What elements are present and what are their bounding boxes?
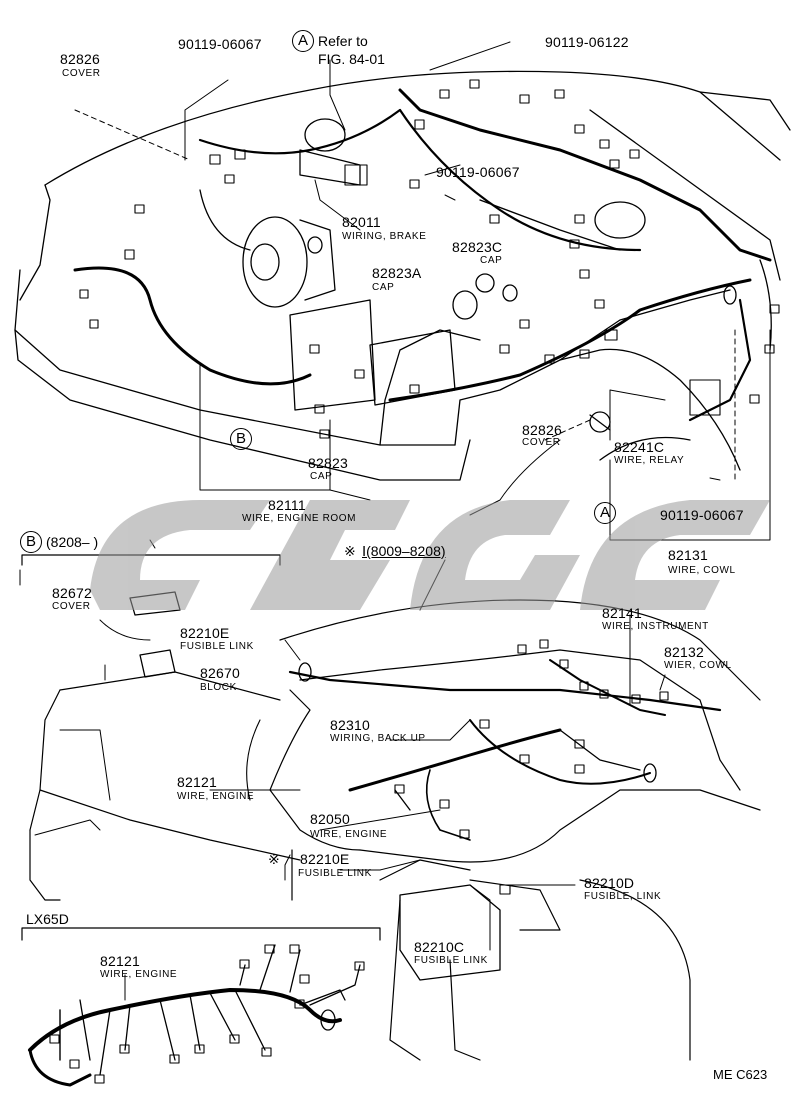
callout-82826-mid-number: 82826 (522, 422, 562, 438)
section-star-mark: ※ (344, 543, 356, 559)
callout-82826-desc: COVER (62, 68, 101, 79)
callout-82210d-desc: FUSIBLE, LINK (584, 891, 662, 902)
callout-82210e-desc: FUSIBLE LINK (180, 641, 254, 652)
refer-line2: FIG. 84-01 (318, 51, 385, 67)
washer-tank (594, 201, 646, 239)
callout-90119-06067-c: 90119-06067 (660, 507, 744, 523)
brake-booster (304, 118, 346, 152)
callout-82210e-b-number: 82210E (300, 851, 350, 867)
right-apron (589, 109, 781, 281)
callout-90119-06067-a: 90119-06067 (178, 36, 262, 52)
callout-82670-desc: BLOCK (200, 682, 237, 693)
section-star-range: Ⅰ(8009–8208) (362, 543, 446, 559)
callout-82141-number: 82141 (602, 605, 642, 621)
callout-82823a-number: 82823A (372, 265, 422, 281)
star-mark: ※ (268, 851, 280, 867)
callout-82823-number: 82823 (308, 455, 348, 471)
callout-82823c-number: 82823C (452, 239, 503, 255)
callout-82011-desc: WIRING, BRAKE (342, 231, 427, 242)
callout-82141-desc: WIRE, INSTRUMENT (602, 621, 709, 632)
front-bumper-upper (14, 269, 456, 446)
circle-letter-b: B (230, 428, 252, 450)
radiator-support (379, 329, 481, 446)
alternator (242, 216, 308, 308)
front-bumper-lower (14, 329, 471, 481)
callout-82210e-b-desc: FUSIBLE LINK (298, 868, 372, 879)
callout-82121-b-desc: WIRE, ENGINE (100, 969, 178, 980)
callout-82670-number: 82670 (200, 665, 240, 681)
figure-code: ME C623 (713, 1067, 768, 1082)
hood-top-edge (44, 70, 781, 186)
callout-82826-mid-desc: COVER (522, 437, 561, 448)
wheel-arch-detail (599, 436, 691, 461)
cowl-edge (699, 91, 791, 131)
callout-82050-desc: WIRE, ENGINE (310, 829, 388, 840)
callout-82132-desc: WIER, COWL (664, 660, 732, 671)
callout-82210c-desc: FUSIBLE LINK (414, 955, 488, 966)
section-b-range: (8208– ) (46, 534, 99, 550)
section-b-letter: B (20, 531, 42, 553)
callout-82672-desc: COVER (52, 601, 91, 612)
callout-82210e-number: 82210E (180, 625, 230, 641)
callout-82310-desc: WIRING, BACK UP (330, 733, 426, 744)
callout-90119-06067-b: 90119-06067 (436, 164, 520, 180)
callout-82672-number: 82672 (52, 585, 92, 601)
callout-82121-b-number: 82121 (100, 953, 140, 969)
battery (369, 329, 456, 406)
callout-82050-number: 82050 (310, 811, 350, 827)
wheel-arch-top (559, 348, 741, 471)
circle-letter-a-ref: A (292, 30, 314, 52)
callout-82121-a-number: 82121 (177, 774, 217, 790)
callout-82131-number: 82131 (668, 547, 708, 563)
left-fender-edge (19, 184, 51, 301)
callout-82310-number: 82310 (330, 717, 370, 733)
callout-90119-06122: 90119-06122 (545, 34, 629, 50)
callout-82823c-desc: CAP (480, 255, 503, 266)
callout-82132-number: 82132 (664, 644, 704, 660)
callout-82121-a-desc: WIRE, ENGINE (177, 791, 255, 802)
callout-82111-desc: WIRE, ENGINE ROOM (242, 513, 357, 524)
callout-82210c-number: 82210C (414, 939, 465, 955)
section-lx65d: LX65D (26, 911, 69, 927)
callout-82826-number: 82826 (60, 51, 100, 67)
watermark-logo (90, 500, 770, 610)
circle-letter-a: A (594, 502, 616, 524)
callout-82210d-number: 82210D (584, 875, 635, 891)
callout-82111-number: 82111 (268, 497, 306, 513)
callout-82823a-desc: CAP (372, 282, 395, 293)
callout-82241c-desc: WIRE, RELAY (614, 455, 685, 466)
inner-fender-line (454, 289, 731, 446)
callout-82823-desc: CAP (310, 471, 333, 482)
callout-82131-desc: WIRE, COWL (668, 565, 736, 576)
callout-82241c-number: 82241C (614, 439, 665, 455)
refer-line1: Refer to (318, 33, 368, 49)
callout-82011-number: 82011 (342, 214, 381, 230)
